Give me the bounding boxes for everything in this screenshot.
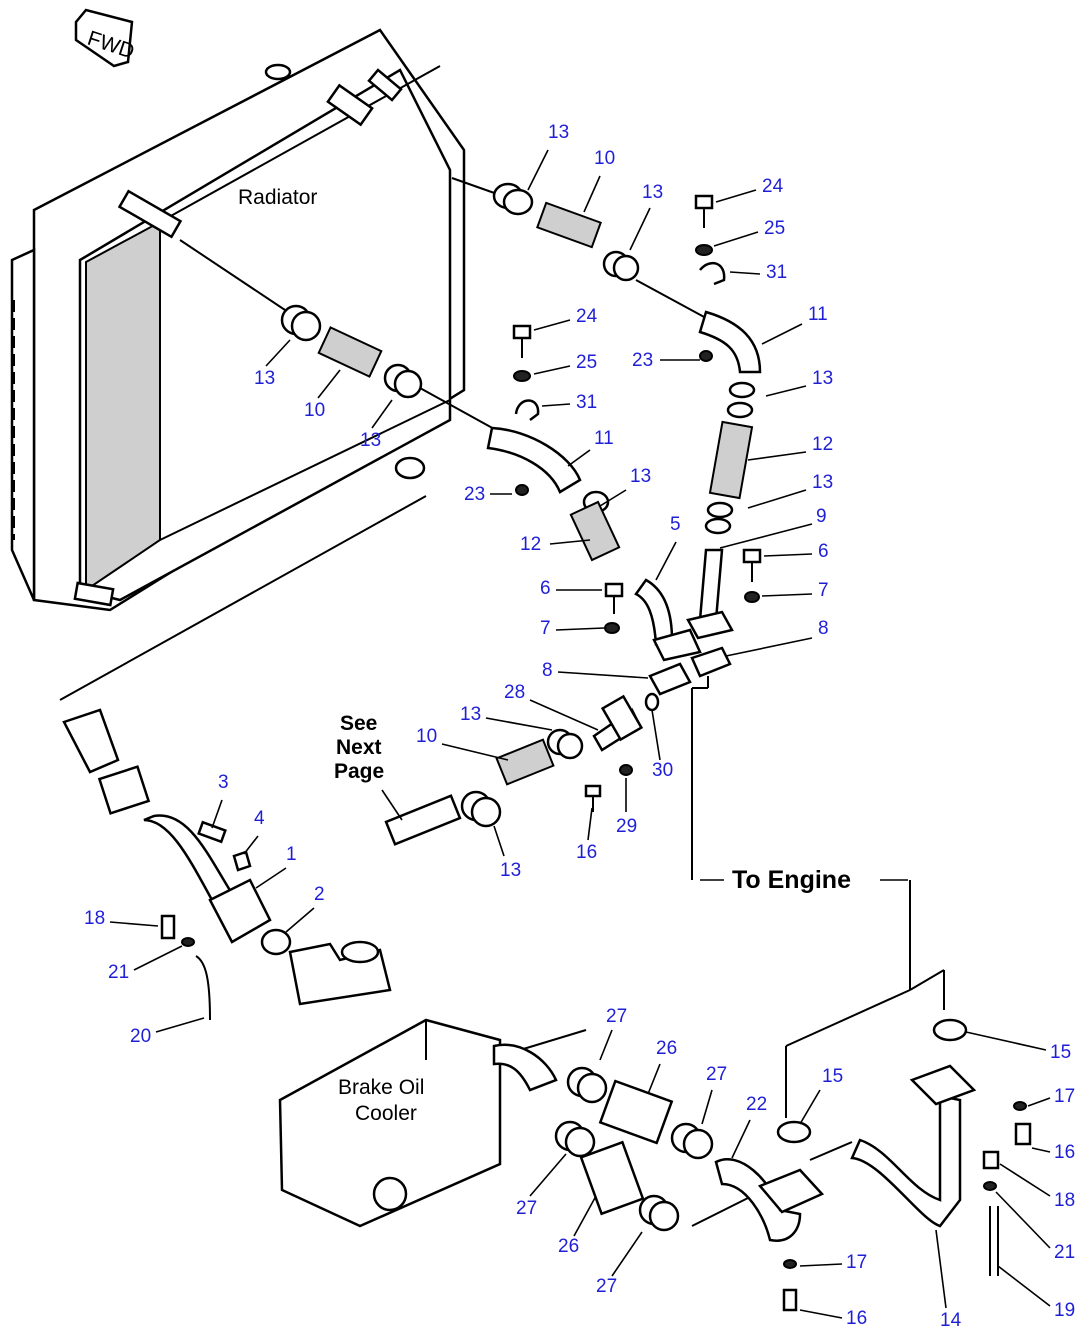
callout-14: 14 [940, 1310, 962, 1331]
lower-right-pipes [714, 1018, 1032, 1312]
callout-13: 13 [642, 182, 663, 203]
brake-oil-cooler-line2: Cooler [355, 1102, 417, 1125]
callout-3: 3 [218, 772, 229, 793]
callout-22: 22 [746, 1094, 767, 1115]
callout-31: 31 [766, 262, 787, 283]
brake-oil-cooler-line1: Brake Oil [338, 1076, 424, 1099]
callout-26: 26 [558, 1236, 579, 1257]
right-vertical-hose [686, 381, 756, 640]
fasteners-upper [512, 194, 762, 634]
callout-10: 10 [416, 726, 437, 747]
callout-27: 27 [596, 1276, 617, 1297]
callout-17: 17 [1054, 1086, 1075, 1107]
callout-17: 17 [846, 1252, 867, 1273]
callout-16: 16 [1054, 1142, 1075, 1163]
callout-10: 10 [304, 400, 325, 421]
callout-10: 10 [594, 148, 615, 169]
callout-27: 27 [516, 1198, 537, 1219]
callout-19: 19 [1054, 1300, 1075, 1321]
callout-21: 21 [108, 962, 129, 983]
callout-13: 13 [460, 704, 481, 725]
left-hose-assembly [280, 304, 423, 399]
callout-13: 13 [812, 472, 833, 493]
callout-11: 11 [594, 428, 614, 449]
see-next-page-line2: Next [336, 736, 382, 759]
callouts: 13 10 13 24 25 31 11 24 25 31 23 13 12 1… [84, 122, 1075, 1331]
callout-27: 27 [706, 1064, 727, 1085]
callout-2: 2 [314, 884, 325, 905]
lower-middle-assembly [384, 728, 633, 846]
callout-5: 5 [670, 514, 681, 535]
callout-13: 13 [254, 368, 275, 389]
callout-24: 24 [576, 306, 598, 327]
upper-hose-assembly [486, 182, 762, 494]
cooler-hoses [554, 1066, 714, 1232]
callout-31: 31 [576, 392, 597, 413]
callout-8: 8 [818, 618, 829, 639]
to-engine-label: To Engine [732, 866, 851, 894]
callout-7: 7 [818, 580, 829, 601]
radiator-label: Radiator [238, 186, 317, 209]
callout-13: 13 [500, 860, 521, 881]
callout-24: 24 [762, 176, 784, 197]
callout-8: 8 [542, 660, 553, 681]
callout-16: 16 [576, 842, 597, 863]
callout-4: 4 [254, 808, 265, 829]
callout-12: 12 [812, 434, 833, 455]
callout-18: 18 [1054, 1190, 1075, 1211]
callout-20: 20 [130, 1026, 151, 1047]
callout-30: 30 [652, 760, 673, 781]
callout-26: 26 [656, 1038, 677, 1059]
see-next-page-line3: Page [334, 760, 384, 783]
callout-6: 6 [818, 541, 829, 562]
radiator: Radiator [10, 28, 466, 612]
callout-15: 15 [1050, 1042, 1071, 1063]
callout-13: 13 [548, 122, 569, 143]
callout-7: 7 [540, 618, 551, 639]
callout-27: 27 [606, 1006, 627, 1027]
callout-16: 16 [846, 1308, 867, 1329]
callout-12: 12 [520, 534, 541, 555]
brake-oil-cooler: Brake Oil Cooler [278, 1018, 558, 1228]
fwd-arrow: FWD [74, 8, 137, 68]
middle-pipe-assembly [569, 490, 702, 662]
left-lower-assembly [62, 708, 392, 1021]
callout-13: 13 [630, 466, 651, 487]
callout-9: 9 [816, 506, 827, 527]
callout-23: 23 [632, 350, 653, 371]
callout-15: 15 [822, 1066, 843, 1087]
callout-29: 29 [616, 816, 637, 837]
callout-25: 25 [764, 218, 785, 239]
callout-6: 6 [540, 578, 551, 599]
callout-13: 13 [812, 368, 833, 389]
callout-13: 13 [360, 430, 381, 451]
callout-25: 25 [576, 352, 597, 373]
callout-18: 18 [84, 908, 105, 929]
callout-11: 11 [808, 304, 828, 325]
flanges [592, 646, 732, 752]
callout-1: 1 [286, 844, 297, 865]
callout-28: 28 [504, 682, 525, 703]
see-next-page-line1: See [340, 712, 377, 735]
callout-23: 23 [464, 484, 485, 505]
callout-21: 21 [1054, 1242, 1075, 1263]
